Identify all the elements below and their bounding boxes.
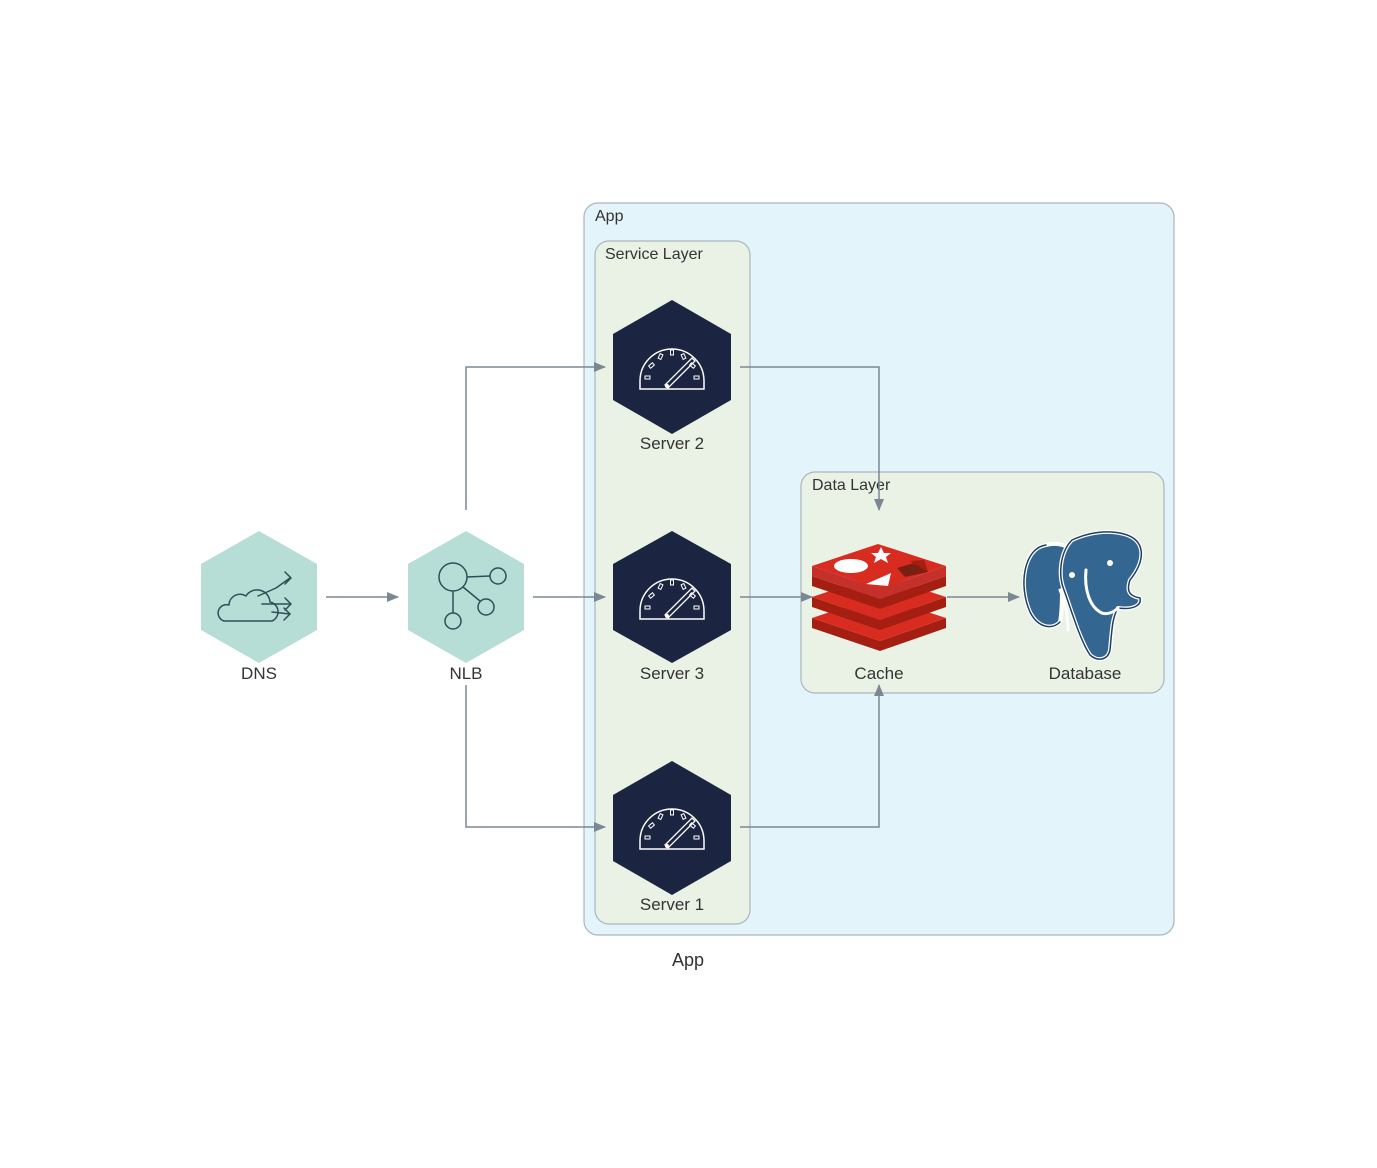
server2-label: Server 2 — [640, 434, 704, 453]
postgresql-elephant-icon — [1022, 530, 1144, 662]
database-label: Database — [1049, 664, 1122, 683]
edge-server1-cache — [740, 684, 884, 828]
data-layer-label: Data Layer — [812, 477, 891, 494]
cache-label: Cache — [854, 664, 903, 683]
edge-server2-cache — [740, 366, 884, 511]
server2-node[interactable]: Server 2 — [613, 300, 731, 453]
cache-node[interactable]: Cache — [812, 544, 946, 683]
edges — [326, 362, 1020, 832]
edge-nlb-server2 — [465, 362, 606, 510]
server3-node[interactable]: Server 3 — [613, 531, 731, 683]
server3-label: Server 3 — [640, 664, 704, 683]
server1-node[interactable]: Server 1 — [613, 761, 731, 914]
nlb-label: NLB — [449, 664, 482, 683]
network-load-balancer-icon — [438, 562, 507, 630]
service-layer-label: Service Layer — [605, 246, 703, 263]
database-node[interactable]: Database — [1022, 530, 1144, 683]
cloud-dns-icon — [217, 571, 292, 622]
dns-label: DNS — [241, 664, 277, 683]
server1-label: Server 1 — [640, 895, 704, 914]
nlb-node[interactable]: NLB — [408, 531, 524, 683]
app-cluster-label: App — [595, 208, 624, 225]
dns-node[interactable]: DNS — [201, 531, 317, 683]
diagram-footer-label: App — [672, 950, 704, 970]
edge-nlb-server1 — [465, 685, 606, 832]
redis-icon — [812, 544, 946, 651]
